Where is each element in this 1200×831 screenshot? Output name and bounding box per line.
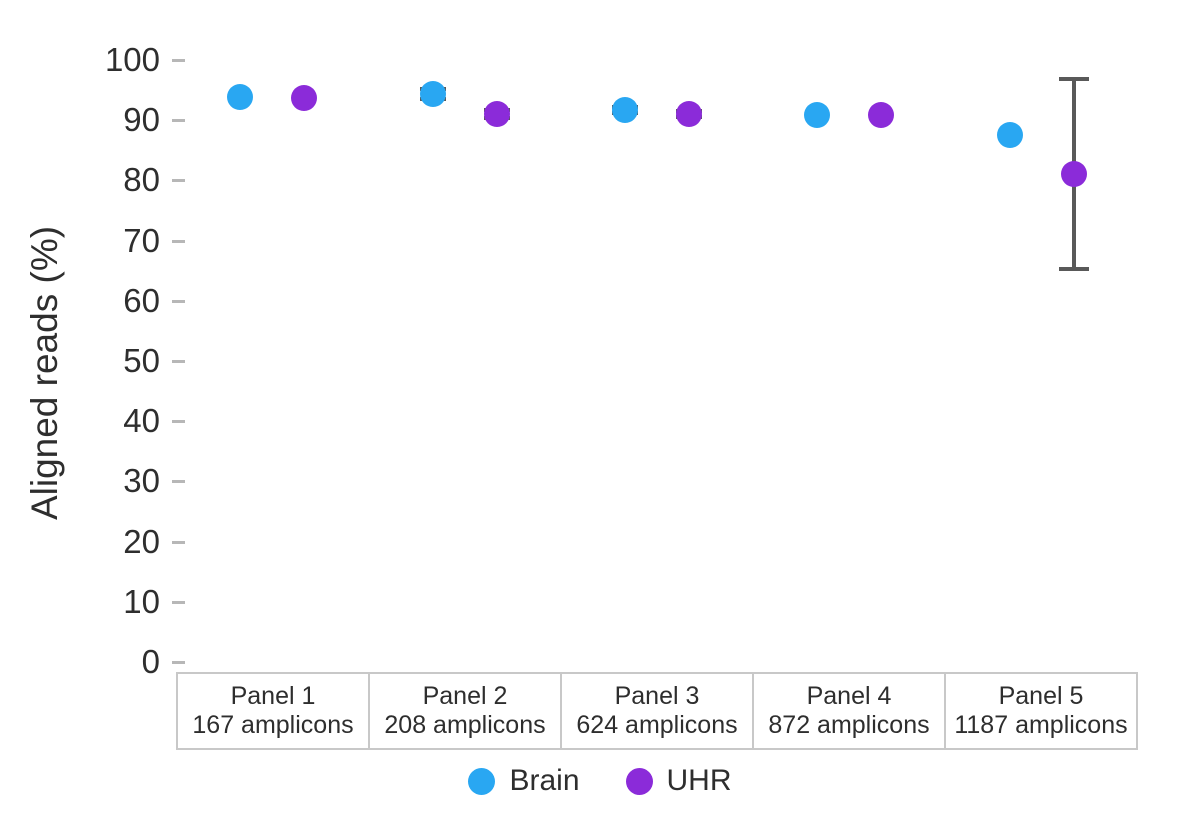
data-point-uhr[interactable]: [1060, 161, 1087, 188]
y-axis-tick-mark: [172, 179, 185, 183]
y-axis-tick-mark: [172, 600, 185, 604]
facet-strip-title: Panel 1: [230, 682, 316, 710]
y-axis-tick-label: 60: [123, 281, 160, 319]
legend-item-uhr[interactable]: UHR: [625, 764, 732, 797]
y-axis-tick-mark: [172, 420, 185, 424]
y-axis-tick-label: 100: [104, 41, 160, 78]
facet-strip-title: Panel 3: [614, 682, 700, 710]
error-bar-cap-lower: [1058, 267, 1089, 272]
y-axis-tick-mark: [172, 360, 185, 363]
y-axis-tick-label: 50: [123, 342, 160, 379]
chart-legend: Brain UHR: [0, 766, 1200, 796]
facet-strip-title: Panel 4: [806, 682, 892, 710]
legend-label: Brain: [509, 764, 580, 797]
facet-strip-subtitle: 208 amplicons: [384, 711, 546, 739]
y-axis-tick-mark: [172, 59, 185, 62]
data-point-brain[interactable]: [804, 102, 831, 129]
y-axis-tick-mark: [172, 299, 185, 303]
facet-strip-title: Panel 2: [422, 682, 508, 710]
data-point-uhr[interactable]: [291, 84, 318, 111]
y-axis-tick-mark: [172, 480, 185, 484]
legend-label: UHR: [666, 764, 732, 797]
y-axis-tick-label: 10: [123, 582, 160, 620]
y-axis-tick-marks: [172, 0, 192, 831]
y-axis-tick-mark: [172, 540, 185, 544]
data-point-uhr[interactable]: [676, 100, 703, 127]
legend-swatch-circle-icon: [468, 767, 496, 795]
y-axis-tick-label: 90: [123, 101, 160, 139]
y-axis-tick-label: 0: [141, 643, 160, 680]
facet-strip-subtitle: 1187 amplicons: [954, 711, 1128, 739]
data-point-uhr[interactable]: [483, 101, 510, 128]
data-point-brain[interactable]: [611, 96, 638, 123]
error-bar-cap-upper: [1058, 77, 1089, 82]
facet-strip-subtitle: 624 amplicons: [576, 711, 738, 739]
y-axis-tick-label: 80: [123, 161, 160, 199]
data-point-brain[interactable]: [227, 84, 254, 111]
facet-strip-title: Panel 5: [998, 682, 1084, 710]
y-axis-tick-mark: [172, 119, 185, 123]
y-axis-tick-label: 30: [123, 462, 160, 500]
y-axis-tick-label: 70: [123, 221, 160, 259]
facet-strip-subtitle: 872 amplicons: [768, 711, 930, 739]
y-axis-tick-label: 20: [123, 522, 160, 560]
legend-item-brain[interactable]: Brain: [468, 764, 580, 797]
y-axis-tick-label: 40: [123, 402, 160, 440]
y-axis-tick-mark: [172, 239, 185, 243]
y-axis-title: Aligned reads (%): [24, 225, 65, 521]
data-point-brain[interactable]: [419, 80, 446, 107]
facet-strip-subtitle: 167 amplicons: [192, 711, 354, 739]
legend-swatch-circle-icon: [625, 767, 653, 795]
y-axis-tick-labels: 0 10 20 30 40 50 60 70 80 90 100: [80, 0, 160, 831]
data-point-brain[interactable]: [996, 121, 1023, 148]
data-point-uhr[interactable]: [868, 102, 895, 129]
plot-area: [176, 30, 1138, 664]
y-axis-tick-mark: [172, 661, 185, 664]
